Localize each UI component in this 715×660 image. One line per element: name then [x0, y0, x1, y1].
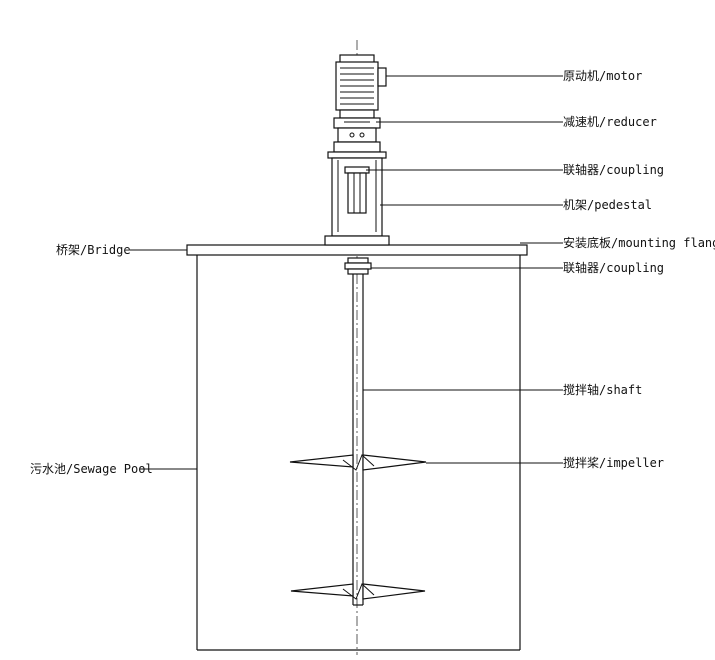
coupling-bottom [344, 257, 372, 275]
label-impeller: 搅拌桨/impeller [563, 455, 664, 470]
motor [335, 54, 387, 119]
label-shaft: 搅拌轴/shaft [563, 382, 642, 397]
label-coupling-bottom: 联轴器/coupling [563, 260, 664, 275]
label-motor: 原动机/motor [563, 69, 642, 83]
leader-lines [130, 75, 563, 470]
label-bridge: 桥架/Bridge [56, 243, 131, 257]
reducer [333, 117, 381, 153]
label-sewage-pool: 污水池/Sewage Pool [30, 462, 153, 476]
impeller-lower [290, 583, 426, 600]
impeller-upper [289, 454, 427, 471]
label-mounting-flange: 安装底板/mounting flange [563, 235, 715, 250]
label-coupling-top: 联轴器/coupling [563, 162, 664, 177]
bridge [186, 244, 528, 256]
shaft [352, 274, 364, 606]
sewage-pool [196, 255, 521, 651]
label-reducer: 减速机/reducer [563, 115, 657, 129]
label-pedestal: 机架/pedestal [563, 198, 652, 212]
coupling-top [344, 166, 370, 214]
